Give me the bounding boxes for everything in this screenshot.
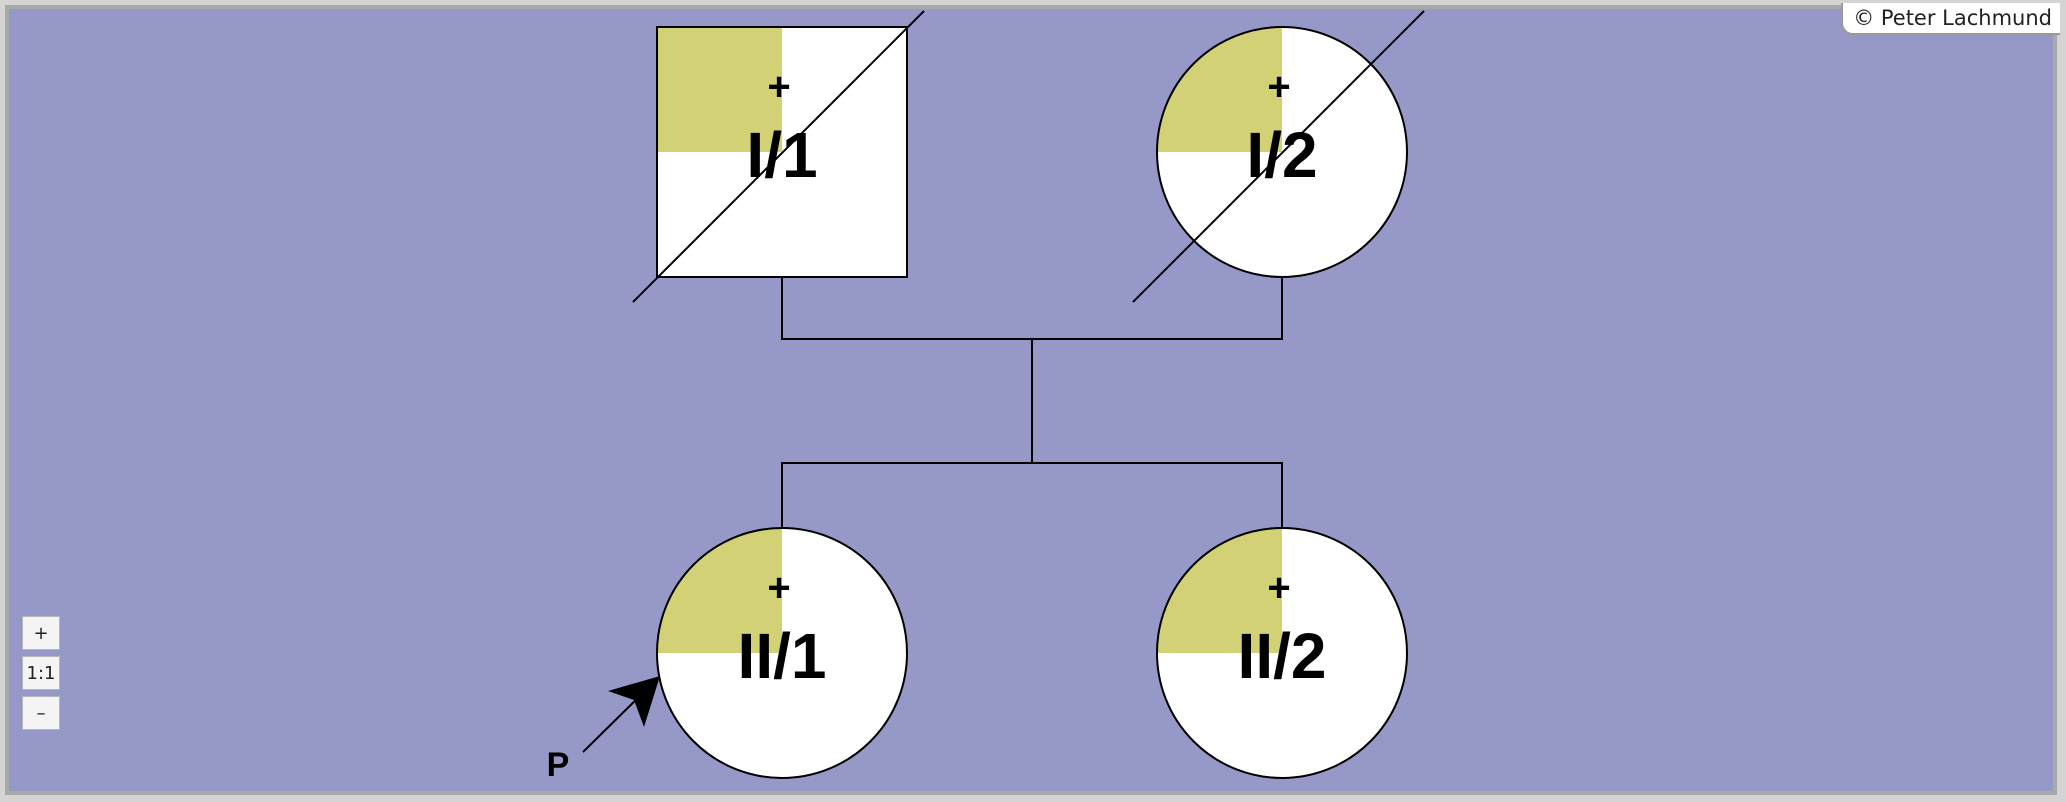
marker-plus: + [767, 65, 790, 109]
individual-I-1[interactable]: + I/1 [632, 10, 925, 303]
individual-II-1[interactable]: + II/1 [656, 527, 908, 779]
proband-label: P [547, 746, 570, 784]
individual-label: II/1 [738, 620, 827, 692]
individual-label: II/2 [1238, 620, 1327, 692]
zoom-in-button[interactable]: + [22, 616, 60, 650]
sibship-line [781, 462, 1283, 528]
individual-II-2[interactable]: + II/2 [1156, 527, 1408, 779]
marker-plus: + [1267, 566, 1290, 610]
affected-quadrant [1157, 528, 1282, 653]
affected-quadrant [657, 528, 782, 653]
marriage-line [781, 278, 1283, 340]
marker-plus: + [767, 566, 790, 610]
affected-quadrant [657, 27, 782, 152]
arrow-head-icon [608, 676, 660, 727]
relationship-lines [781, 278, 1283, 528]
individual-I-2[interactable]: + I/2 [1132, 10, 1425, 303]
marker-plus: + [1267, 65, 1290, 109]
deceased-slash [1132, 10, 1425, 303]
proband-arrow: P [547, 676, 660, 784]
zoom-reset-button[interactable]: 1:1 [22, 656, 60, 690]
affected-quadrant [1157, 27, 1282, 152]
individual-label: I/1 [746, 119, 817, 191]
deceased-slash [632, 10, 925, 303]
zoom-out-button[interactable]: – [22, 696, 60, 730]
copyright-notice: © Peter Lachmund [1841, 3, 2060, 35]
individual-label: I/2 [1246, 119, 1317, 191]
